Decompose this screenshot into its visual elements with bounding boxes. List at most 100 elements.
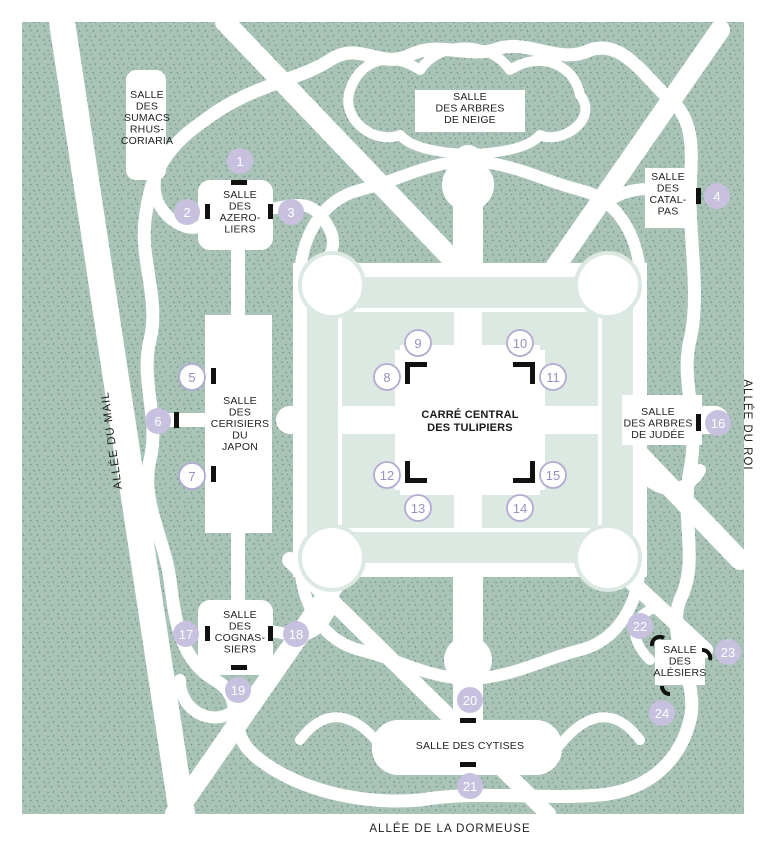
marker-circle	[539, 363, 567, 391]
salle-label-line: SUMACS	[124, 112, 170, 124]
block-neige	[415, 90, 525, 132]
road-allee-de-la-dormeuse: ALLÉE DE LA DORMEUSE	[369, 822, 530, 835]
marker-15: 15	[539, 461, 567, 489]
salle-label-line: DES	[657, 183, 679, 195]
marker-circle	[178, 363, 206, 391]
marker-circle	[145, 408, 171, 434]
marker-number: 8	[383, 370, 390, 385]
salle-label-line: CARRÉ CENTRAL	[421, 408, 518, 421]
marker-circle	[457, 687, 483, 713]
salle-label-line: COGNAS-	[215, 632, 266, 644]
marker-number: 9	[414, 336, 421, 351]
block-judee	[622, 395, 702, 445]
marker-number: 19	[231, 683, 245, 698]
block-sumacs	[126, 70, 166, 180]
marker-circle	[506, 494, 534, 522]
block-cytises	[372, 720, 562, 775]
marker-number: 17	[179, 627, 193, 642]
marker-23: 23	[715, 639, 741, 665]
salle-label-line: SALLE	[663, 644, 697, 656]
marker-circle	[649, 700, 675, 726]
marker-number: 13	[411, 501, 425, 516]
marker-circle	[373, 363, 401, 391]
salle-label-line: PAS	[658, 206, 679, 218]
salle-label-line: DES	[229, 407, 251, 419]
marker-number: 21	[463, 779, 477, 794]
block-catalpas	[645, 168, 690, 228]
salle-label-line: ALÉSIERS	[654, 666, 707, 679]
marker-circle	[283, 621, 309, 647]
salle-label-line: DES ARBRES	[623, 418, 692, 430]
marker-circle	[404, 329, 432, 357]
marker-circle	[539, 461, 567, 489]
marker-18: 18	[283, 621, 309, 647]
salle-label-line: SALLE	[651, 171, 685, 183]
marker-number: 11	[546, 370, 560, 385]
marker-2: 2	[174, 199, 200, 225]
marker-4: 4	[704, 183, 730, 209]
marker-number: 2	[183, 205, 190, 220]
salle-label-line: DE JUDÉE	[631, 428, 685, 441]
marker-circle	[373, 461, 401, 489]
marker-13: 13	[404, 494, 432, 522]
marker-6: 6	[145, 408, 171, 434]
marker-3: 3	[278, 199, 304, 225]
salle-label-line: SALLE	[130, 89, 164, 101]
salle-label-line: SALLE	[453, 91, 487, 103]
salle-label-line: DES	[229, 201, 251, 213]
salle-label-line: CORIARIA	[121, 135, 173, 147]
marker-circle	[174, 199, 200, 225]
marker-circle	[225, 677, 251, 703]
marker-20: 20	[457, 687, 483, 713]
salle-label-line: SIERS	[224, 644, 257, 656]
label-cytises: SALLE DES CYTISES	[416, 740, 524, 752]
marker-7: 7	[178, 462, 206, 490]
marker-number: 18	[289, 627, 303, 642]
marker-14: 14	[506, 494, 534, 522]
marker-number: 10	[513, 336, 527, 351]
salle-label-line: LIERS	[224, 224, 255, 236]
marker-circle	[178, 462, 206, 490]
block-cognassiers	[198, 600, 273, 675]
marker-24: 24	[649, 700, 675, 726]
block-cerisiers	[205, 315, 272, 533]
marker-circle	[173, 621, 199, 647]
marker-number: 4	[713, 189, 720, 204]
block-alesiers	[655, 640, 705, 685]
marker-5: 5	[178, 363, 206, 391]
marker-12: 12	[373, 461, 401, 489]
marker-10: 10	[506, 329, 534, 357]
marker-number: 3	[287, 205, 294, 220]
road-allee-du-roi: ALLÉE DU ROI	[741, 379, 754, 470]
salle-label-line: SALLE	[641, 406, 675, 418]
marker-number: 6	[154, 414, 161, 429]
salle-label-line: CERISIERS	[211, 418, 269, 430]
salle-label-line: DES	[229, 621, 251, 633]
marker-8: 8	[373, 363, 401, 391]
marker-circle	[705, 410, 731, 436]
marker-circle	[227, 148, 253, 174]
marker-16: 16	[705, 410, 731, 436]
salle-label-line: DU	[232, 430, 248, 442]
salle-label-line: CATAL-	[650, 194, 687, 206]
marker-1: 1	[227, 148, 253, 174]
block-azeroliers	[198, 180, 273, 250]
marker-circle	[506, 329, 534, 357]
marker-19: 19	[225, 677, 251, 703]
salle-label-line: DES	[136, 101, 158, 113]
salle-label-line: SALLE DES CYTISES	[416, 740, 524, 752]
marker-circle	[404, 494, 432, 522]
marker-number: 24	[655, 706, 669, 721]
salle-label-line: DES	[669, 656, 691, 668]
entrance-marks	[174, 180, 713, 767]
marker-circle	[457, 773, 483, 799]
marker-circle	[704, 183, 730, 209]
